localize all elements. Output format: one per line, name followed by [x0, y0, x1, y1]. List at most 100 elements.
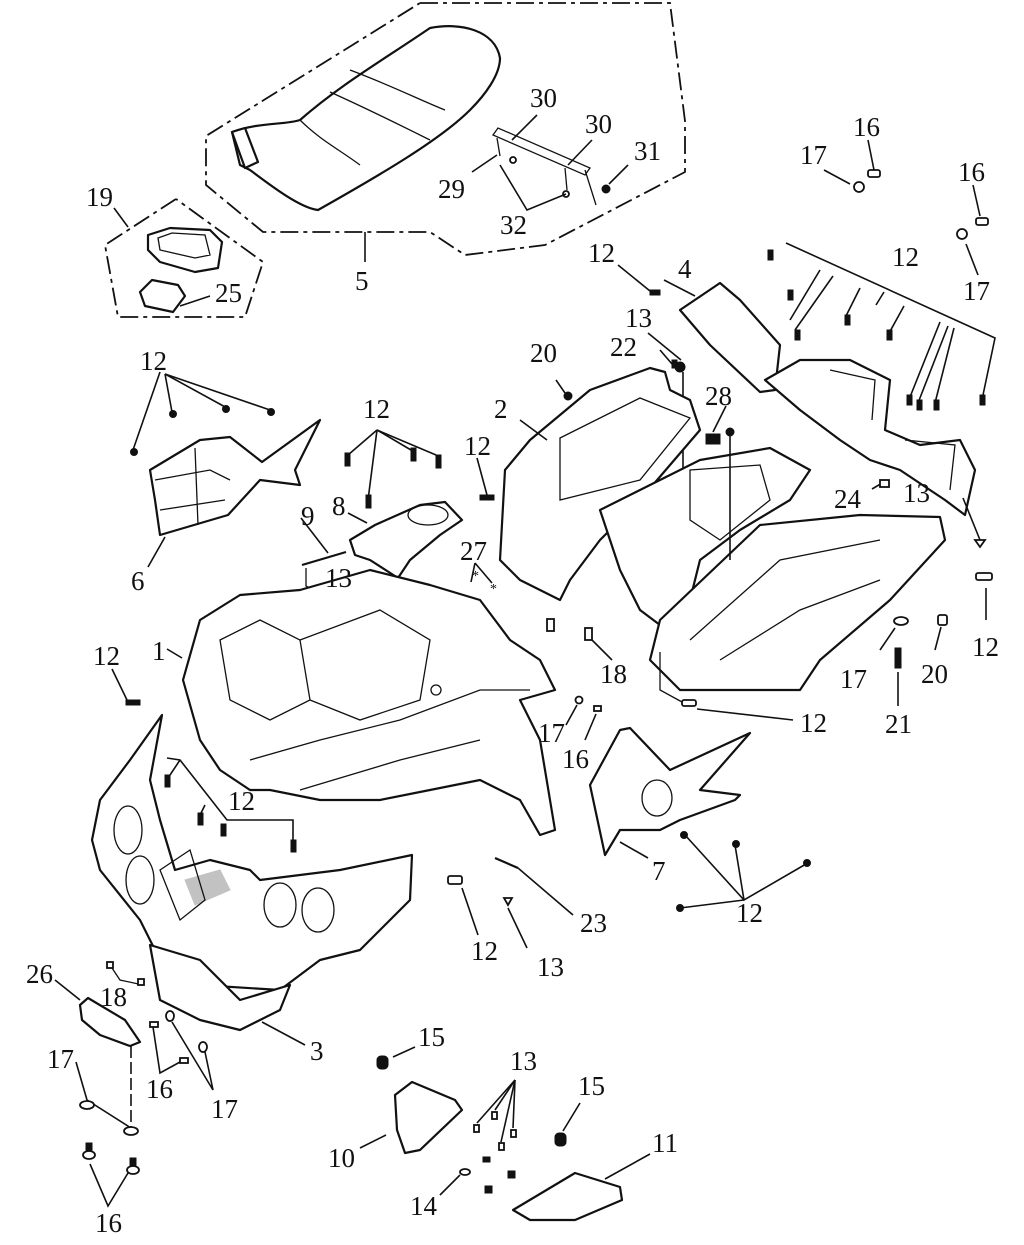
label-17-mid: 17	[538, 718, 565, 748]
label-13-rack: 13	[625, 303, 652, 333]
seat-part	[230, 25, 502, 212]
label-20-right: 20	[921, 659, 948, 689]
label-7: 7	[652, 856, 666, 886]
storage-box-group	[104, 198, 265, 318]
label-27: 27	[460, 536, 487, 566]
label-23: 23	[580, 908, 607, 938]
rack-cover-left-post	[678, 281, 782, 394]
label-15b: 15	[578, 1071, 605, 1101]
label-21: 21	[885, 709, 912, 739]
seat-lock-bracket	[492, 127, 597, 206]
label-13-stay: 13	[325, 563, 352, 593]
label-20-left: 20	[530, 338, 557, 368]
front-body-part	[181, 568, 557, 837]
right-footwell-guard	[565, 695, 811, 912]
rear-fender-part	[498, 366, 702, 602]
label-4: 4	[678, 254, 692, 284]
label-3: 3	[310, 1036, 324, 1066]
label-6: 6	[131, 566, 145, 596]
label-16a: 16	[853, 112, 880, 142]
label-12-right-guard: 12	[736, 898, 763, 928]
label-13-right: 13	[903, 478, 930, 508]
label-5: 5	[355, 266, 369, 296]
label-24: 24	[834, 484, 862, 514]
stay-rod-part	[301, 550, 347, 567]
seat-bolt-31	[601, 184, 611, 194]
rack-screws	[649, 249, 986, 411]
label-14: 14	[410, 1191, 438, 1221]
rear-fender-left: * *	[470, 366, 993, 721]
label-13-bottom: 13	[537, 952, 564, 982]
label-16b: 16	[958, 157, 985, 187]
label-17a: 17	[800, 140, 827, 170]
footrest-plate-right	[511, 1171, 624, 1222]
label-30a: 30	[530, 83, 557, 113]
label-29: 29	[438, 174, 465, 204]
label-17-skid: 17	[47, 1044, 74, 1074]
rear-fender-center	[598, 446, 812, 642]
label-16-bumper: 16	[146, 1074, 173, 1104]
front-bumper	[90, 668, 414, 992]
label-12-tank: 12	[363, 394, 390, 424]
clip-27: * *	[470, 562, 497, 597]
label-11: 11	[652, 1128, 678, 1158]
storage-box-outline	[104, 198, 265, 318]
footrest-plate-left	[393, 1080, 464, 1155]
label-12-left-guard: 12	[140, 346, 167, 376]
label-1: 1	[152, 636, 166, 666]
label-2: 2	[494, 394, 508, 424]
spring-23	[494, 856, 519, 870]
label-10: 10	[328, 1143, 355, 1173]
seat-front-cap	[230, 126, 260, 170]
label-16-mid: 16	[562, 744, 589, 774]
rack-cover-main	[763, 358, 977, 517]
label-8: 8	[332, 491, 346, 521]
grommet-15a	[376, 1055, 389, 1070]
label-22: 22	[610, 332, 637, 362]
lower-bumper-part	[148, 943, 292, 1032]
skid-plate-part	[78, 996, 142, 1048]
svg-text:*: *	[472, 569, 479, 584]
label-12-rack-right: 12	[892, 242, 919, 272]
label-9: 9	[301, 501, 315, 531]
label-16-skid: 16	[95, 1208, 122, 1238]
part-labels: 5 29 30 30 31 32 19 25 16 17 16 17 4 12 …	[26, 83, 999, 1238]
label-12-rear-fender: 12	[464, 431, 491, 461]
label-17-right: 17	[840, 664, 867, 694]
right-guard-part	[588, 726, 752, 857]
left-guard-part	[148, 418, 322, 537]
seat-group-outline	[205, 2, 686, 256]
top-right-fasteners	[823, 139, 989, 276]
rear-fender-right-side	[648, 513, 947, 692]
label-18-skid: 18	[100, 982, 127, 1012]
label-15a: 15	[418, 1022, 445, 1052]
label-12-mid-right: 12	[800, 708, 827, 738]
label-30b: 30	[585, 109, 612, 139]
label-13-footrest: 13	[510, 1046, 537, 1076]
label-12-front-group: 12	[228, 786, 255, 816]
label-12-front-top: 12	[93, 641, 120, 671]
label-28: 28	[705, 381, 732, 411]
tank-cover-part	[348, 500, 464, 580]
label-12-bottom: 12	[471, 936, 498, 966]
grommet-15b	[554, 1132, 567, 1147]
label-31: 31	[634, 136, 661, 166]
svg-text:*: *	[490, 582, 497, 597]
label-25: 25	[215, 278, 242, 308]
label-26: 26	[26, 959, 53, 989]
lower-bumper-area	[54, 943, 306, 1208]
label-32: 32	[500, 210, 527, 240]
bottom-middle-fasteners	[447, 856, 574, 949]
left-footwell-guard	[130, 371, 322, 568]
label-19: 19	[86, 182, 113, 212]
front-fender-body	[166, 568, 557, 837]
seat-group	[205, 2, 686, 262]
label-17-bumper: 17	[211, 1094, 238, 1124]
storage-box-latch	[138, 278, 187, 314]
label-12-rack: 12	[588, 238, 615, 268]
label-12-right: 12	[972, 632, 999, 662]
label-18-mid: 18	[600, 659, 627, 689]
label-17b: 17	[963, 276, 990, 306]
storage-box	[146, 226, 224, 274]
